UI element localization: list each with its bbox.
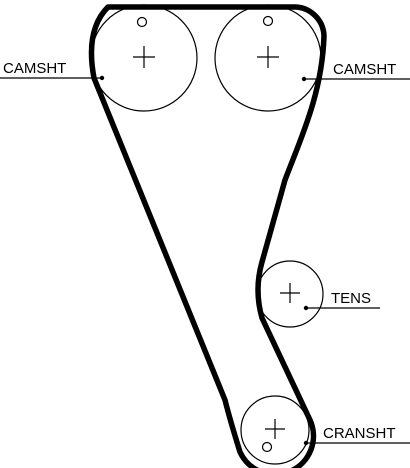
timing-mark-right (262, 15, 274, 27)
label-camshaft-left: CAMSHT (3, 60, 66, 77)
timing-belt (88, 4, 327, 468)
tensioner-pulley (256, 260, 324, 328)
timing-mark-left (136, 16, 148, 28)
label-tensioner: TENS (331, 290, 371, 307)
timing-mark-crank (261, 441, 273, 453)
label-camshaft-right: CAMSHT (333, 61, 396, 78)
camshaft-pulley-right (214, 4, 322, 112)
camshaft-pulley-left (90, 4, 198, 112)
label-crankshaft: CRANSHT (323, 425, 396, 442)
leader-lines (0, 75, 410, 446)
crankshaft-pulley (240, 395, 310, 465)
